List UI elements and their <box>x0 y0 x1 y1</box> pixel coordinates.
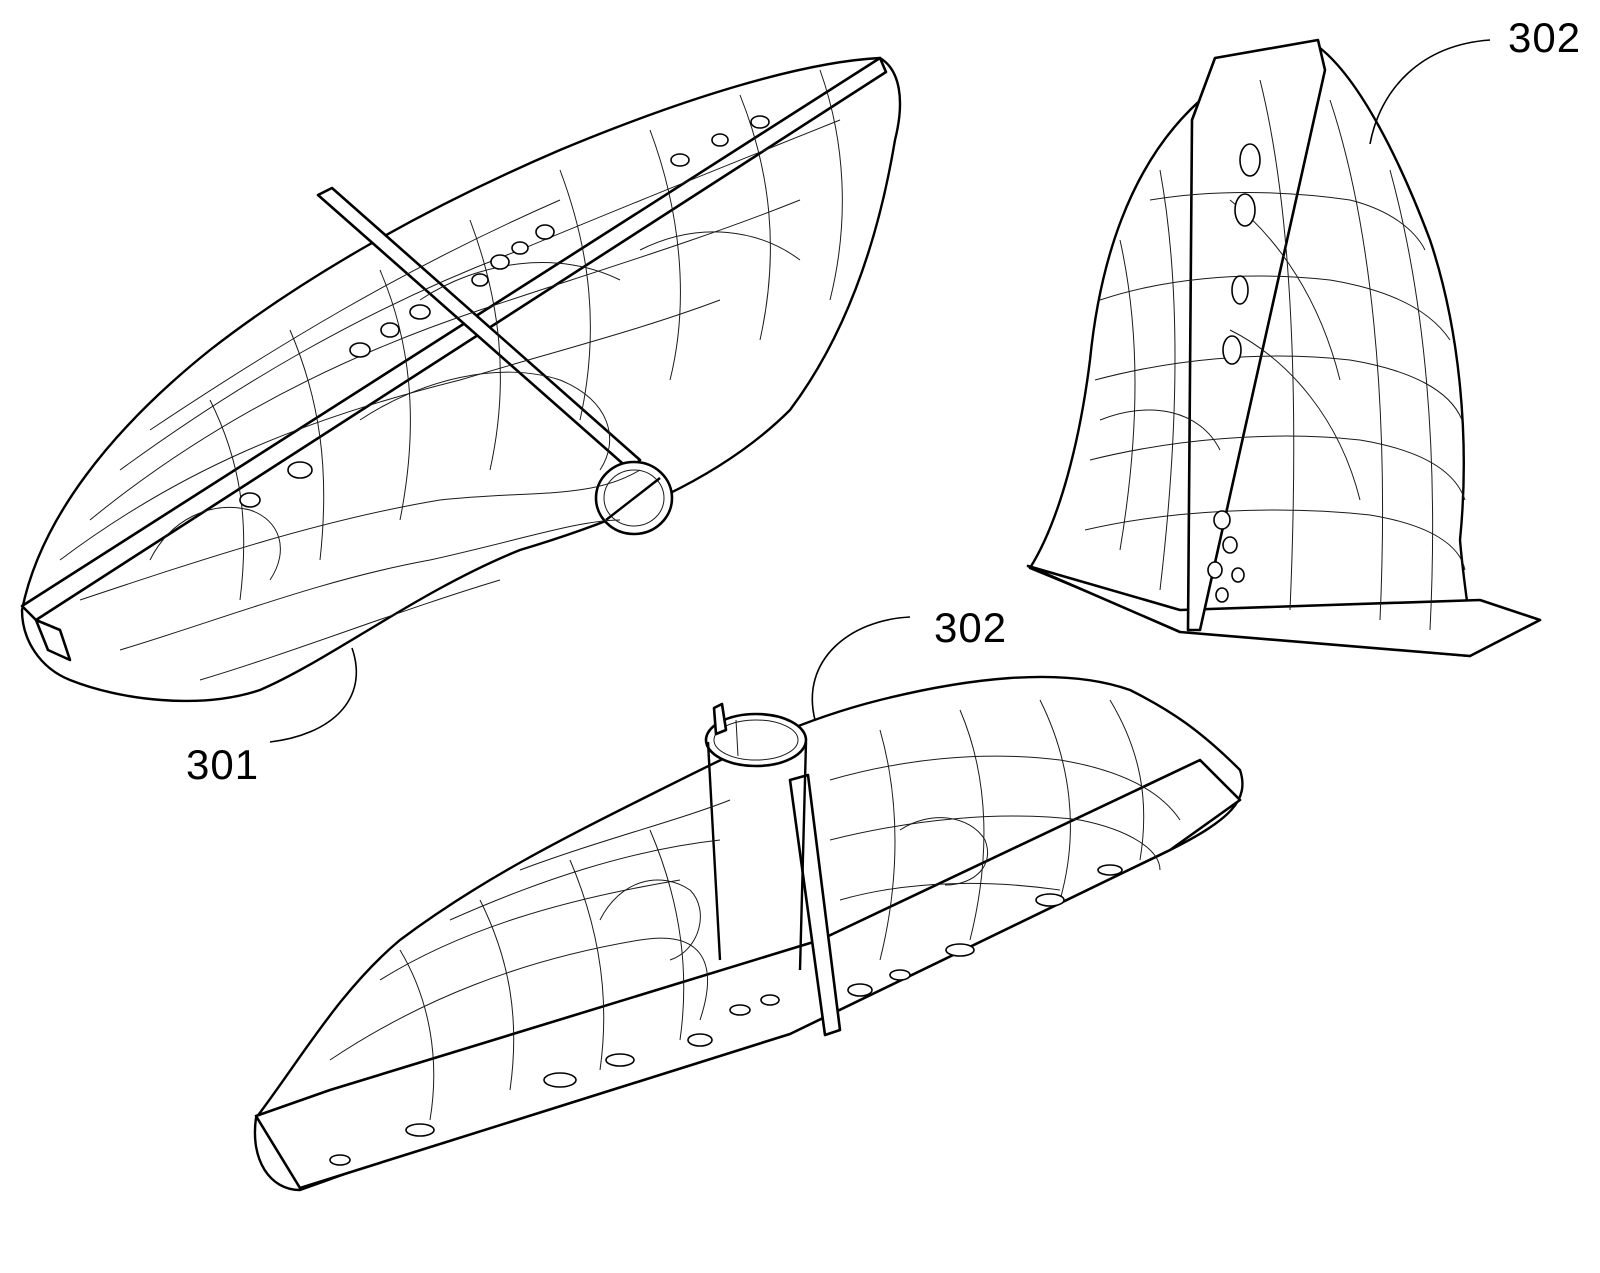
assembly-302-lying-drawing <box>253 616 1244 1192</box>
reference-label-301: 301 <box>186 741 260 788</box>
assembly-302-upright-drawing <box>1026 38 1542 658</box>
reference-label-302-lying: 302 <box>934 604 1008 651</box>
reference-label-302-upright: 302 <box>1508 14 1582 61</box>
assembly-301-drawing <box>20 56 902 743</box>
